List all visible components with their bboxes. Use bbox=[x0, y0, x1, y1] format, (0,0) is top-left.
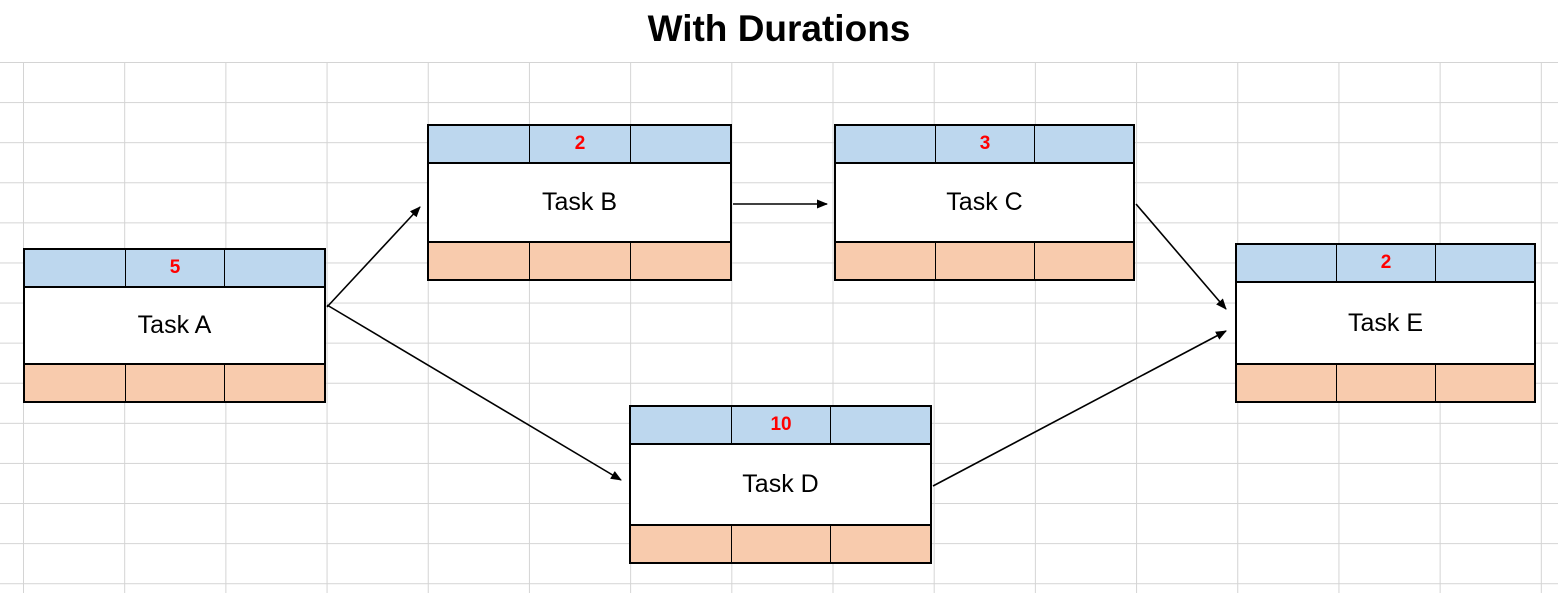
task-d-footer-row bbox=[631, 524, 930, 562]
task-node-b[interactable]: 2 Task B bbox=[427, 124, 732, 281]
task-node-e[interactable]: 2 Task E bbox=[1235, 243, 1536, 403]
task-c-header-row: 3 bbox=[836, 126, 1133, 164]
task-d-duration-cell: 10 bbox=[730, 407, 831, 443]
task-c-ls-cell bbox=[836, 243, 935, 279]
task-e-es-cell bbox=[1237, 245, 1336, 281]
task-c-slack-cell bbox=[935, 243, 1034, 279]
task-e-label: Task E bbox=[1347, 308, 1424, 337]
task-c-es-cell bbox=[836, 126, 935, 162]
task-a-slack-cell bbox=[124, 365, 225, 401]
task-c-footer-row bbox=[836, 241, 1133, 279]
task-b-ef-cell bbox=[629, 126, 730, 162]
task-a-duration-cell: 5 bbox=[124, 250, 225, 286]
edge-d-to-e bbox=[932, 330, 1227, 487]
task-d-ef-cell bbox=[830, 407, 930, 443]
task-d-header-row: 10 bbox=[631, 407, 930, 445]
task-d-label: Task D bbox=[742, 470, 819, 498]
task-b-duration-cell: 2 bbox=[529, 126, 629, 162]
task-node-d[interactable]: 10 Task D bbox=[629, 405, 932, 564]
task-e-ls-cell bbox=[1237, 365, 1336, 401]
task-c-body: Task C bbox=[836, 164, 1133, 241]
task-b-ls-cell bbox=[429, 243, 529, 279]
task-e-lf-cell bbox=[1435, 365, 1534, 401]
task-e-duration-cell: 2 bbox=[1336, 245, 1435, 281]
task-a-header-row: 5 bbox=[25, 250, 324, 288]
task-e-ef-cell bbox=[1435, 245, 1534, 281]
task-d-slack-cell bbox=[730, 526, 831, 562]
task-d-es-cell bbox=[631, 407, 731, 443]
task-a-footer-row bbox=[25, 363, 324, 401]
task-c-lf-cell bbox=[1034, 243, 1133, 279]
task-a-body: Task A bbox=[25, 288, 324, 363]
task-b-footer-row bbox=[429, 241, 730, 279]
task-e-body: Task E bbox=[1237, 283, 1534, 363]
page-title: With Durations bbox=[647, 8, 911, 49]
task-a-es-cell bbox=[25, 250, 125, 286]
task-e-slack-cell bbox=[1336, 365, 1435, 401]
task-node-a[interactable]: 5 Task A bbox=[23, 248, 326, 403]
task-a-label: Task A bbox=[137, 311, 212, 339]
task-b-lf-cell bbox=[629, 243, 730, 279]
task-b-label: Task B bbox=[541, 188, 618, 216]
edge-c-to-e bbox=[1135, 203, 1227, 310]
task-a-ls-cell bbox=[25, 365, 125, 401]
edge-a-to-d bbox=[326, 304, 622, 481]
task-node-c[interactable]: 3 Task C bbox=[834, 124, 1135, 281]
task-d-body: Task D bbox=[631, 445, 930, 524]
task-a-lf-cell bbox=[224, 365, 324, 401]
task-e-footer-row bbox=[1237, 363, 1534, 401]
task-a-ef-cell bbox=[224, 250, 324, 286]
task-b-slack-cell bbox=[529, 243, 629, 279]
task-c-label: Task C bbox=[946, 188, 1023, 216]
task-d-lf-cell bbox=[830, 526, 930, 562]
task-d-ls-cell bbox=[631, 526, 731, 562]
task-e-header-row: 2 bbox=[1237, 245, 1534, 283]
task-b-es-cell bbox=[429, 126, 529, 162]
task-c-duration-cell: 3 bbox=[935, 126, 1034, 162]
edge-a-to-b bbox=[326, 206, 421, 308]
task-c-ef-cell bbox=[1034, 126, 1133, 162]
task-b-header-row: 2 bbox=[429, 126, 730, 164]
task-b-body: Task B bbox=[429, 164, 730, 241]
